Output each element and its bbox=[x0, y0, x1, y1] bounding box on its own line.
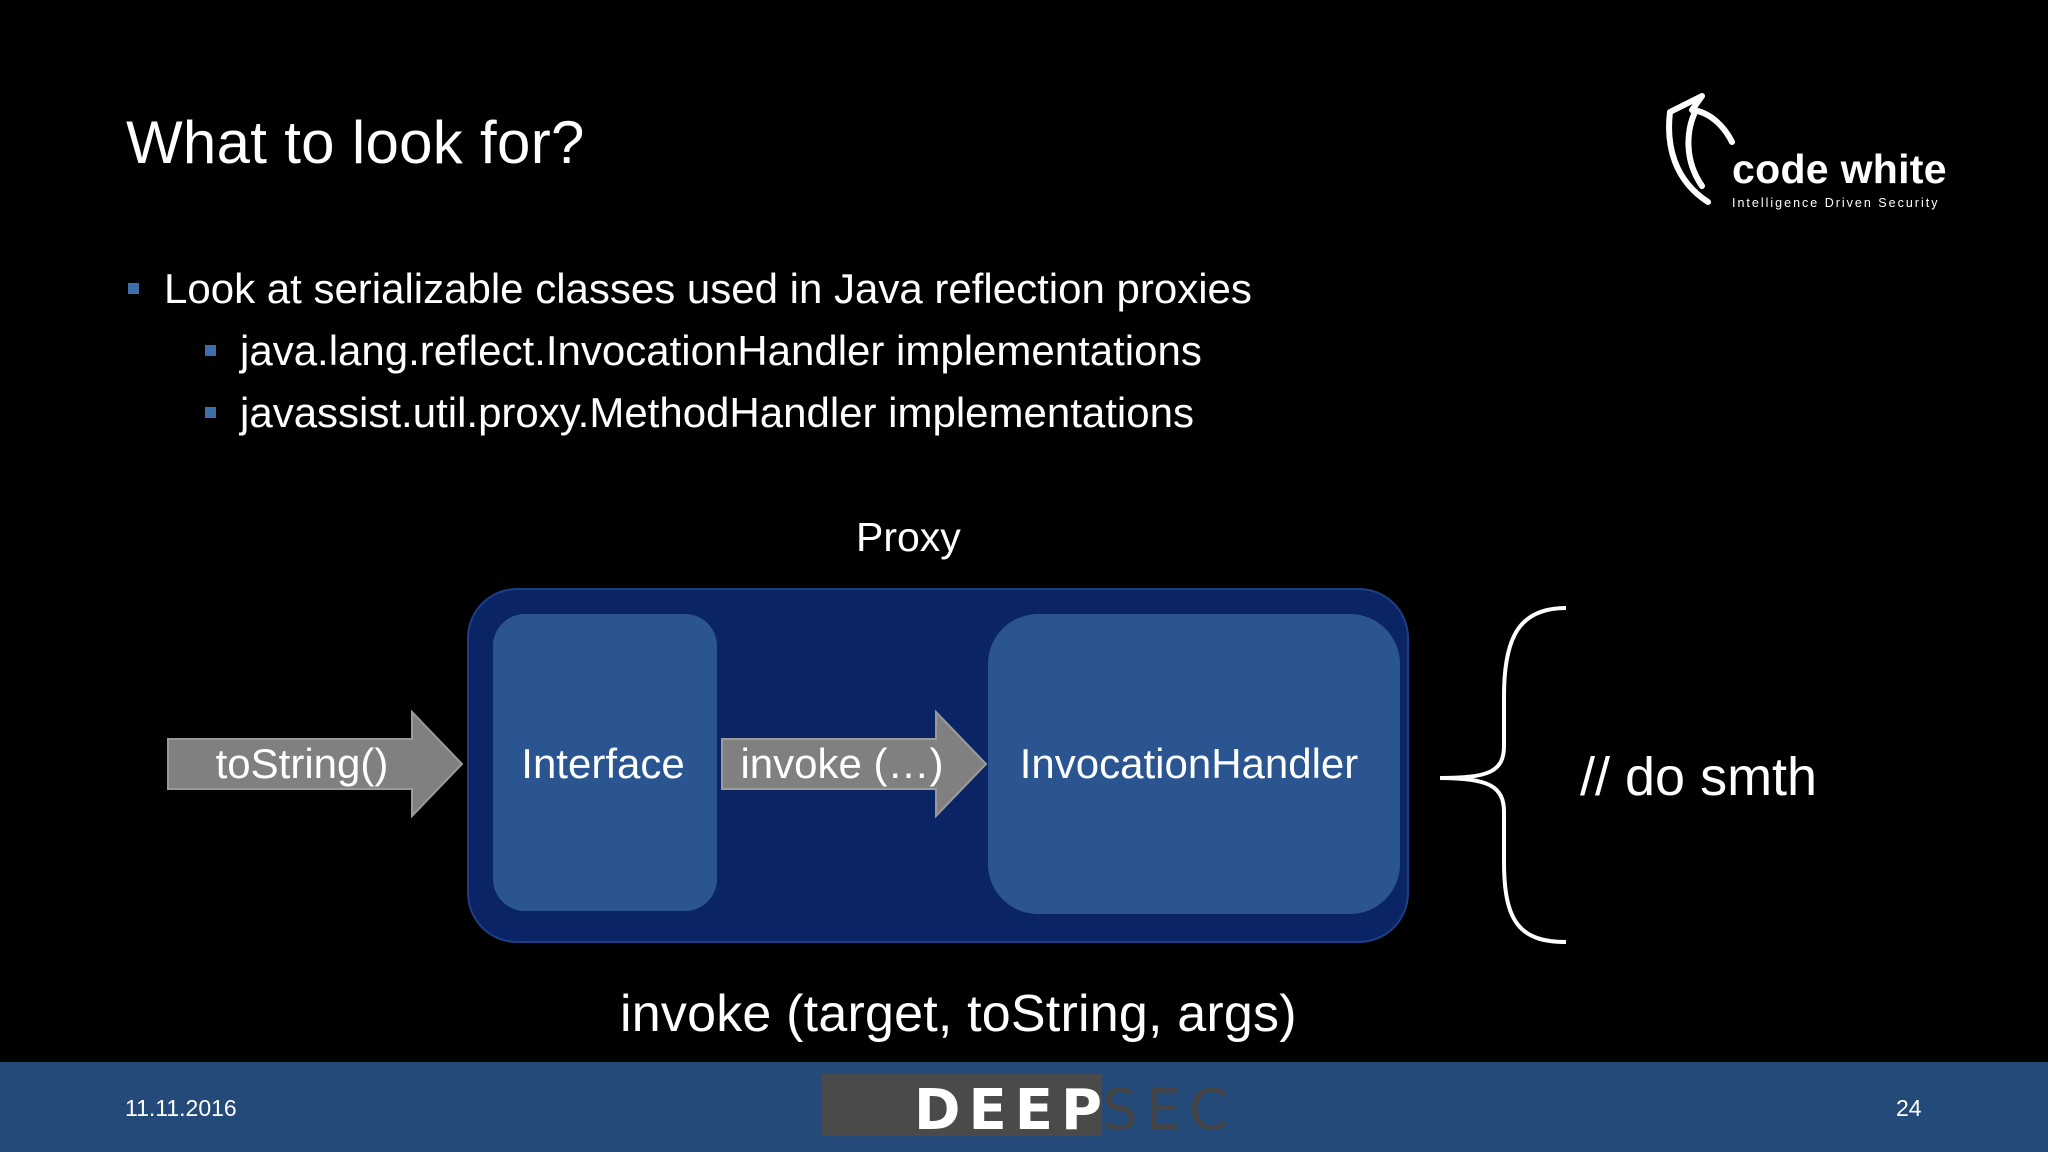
deepsec-logo: DEEP SEC bbox=[822, 1074, 1242, 1143]
logo-name: code white bbox=[1732, 146, 1947, 192]
do-smth-comment: // do smth bbox=[1580, 747, 1818, 807]
code-white-logo: code white Intelligence Driven Security bbox=[1662, 90, 1952, 220]
invoke-arrow-label: invoke (…) bbox=[740, 740, 944, 787]
bullet-square-icon bbox=[128, 283, 139, 294]
invoke-call-text: invoke (target, toString, args) bbox=[620, 985, 1297, 1043]
proxy-label: Proxy bbox=[856, 514, 961, 560]
shield-icon bbox=[1666, 93, 1735, 205]
deepsec-logo-text-deep: DEEP bbox=[914, 1078, 1111, 1143]
curly-brace-icon bbox=[1439, 606, 1567, 944]
bullet-text: Look at serializable classes used in Jav… bbox=[164, 265, 1252, 312]
bullet-list: Look at serializable classes used in Jav… bbox=[126, 258, 1252, 444]
sub-bullet-item: java.lang.reflect.InvocationHandler impl… bbox=[126, 320, 1252, 382]
bullet-square-icon bbox=[205, 345, 216, 356]
interface-box bbox=[493, 614, 717, 911]
deepsec-logo-background bbox=[822, 1074, 1102, 1136]
logo-tagline: Intelligence Driven Security bbox=[1732, 196, 1940, 210]
sub-bullet-item: javassist.util.proxy.MethodHandler imple… bbox=[126, 382, 1252, 444]
bullet-text: javassist.util.proxy.MethodHandler imple… bbox=[240, 389, 1194, 436]
page-number: 24 bbox=[1896, 1095, 1922, 1121]
footer-date: 11.11.2016 bbox=[125, 1095, 237, 1121]
interface-label: Interface bbox=[521, 740, 685, 787]
bullet-item: Look at serializable classes used in Jav… bbox=[126, 258, 1252, 320]
bullet-text: java.lang.reflect.InvocationHandler impl… bbox=[240, 327, 1202, 374]
bullet-square-icon bbox=[205, 407, 216, 418]
slide-title: What to look for? bbox=[126, 109, 585, 176]
tostring-arrow bbox=[167, 709, 464, 819]
invocation-handler-box bbox=[988, 614, 1400, 914]
tostring-arrow-label: toString() bbox=[215, 740, 389, 787]
invoke-arrow bbox=[721, 709, 988, 819]
invocation-handler-label: InvocationHandler bbox=[1019, 740, 1359, 787]
deepsec-logo-text-sec: SEC bbox=[1102, 1078, 1237, 1143]
